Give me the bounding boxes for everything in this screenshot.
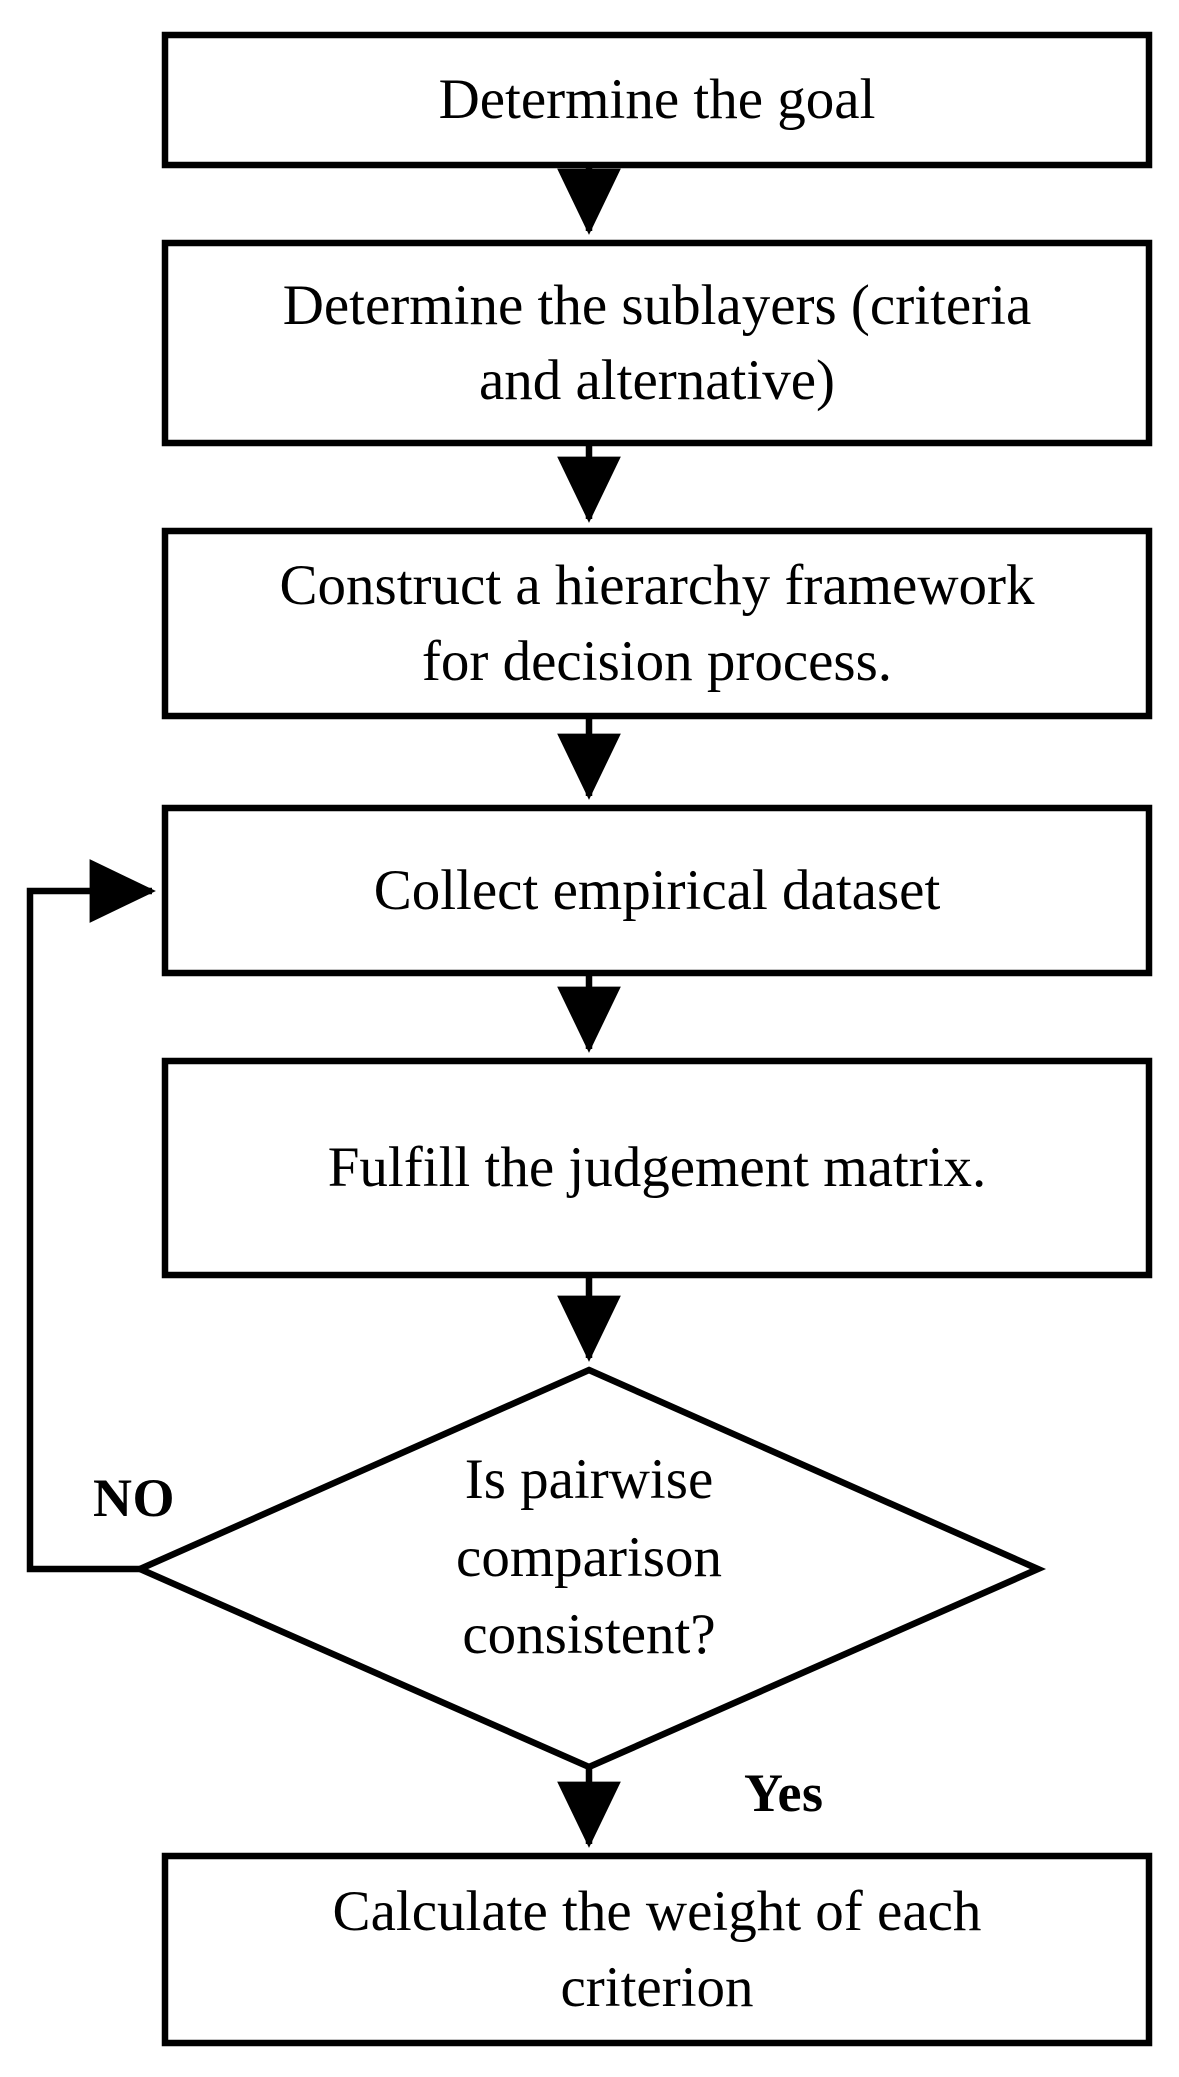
box-fulfill-matrix	[161, 1057, 1153, 1279]
node-fulfill-matrix[interactable]: Fulfill the judgement matrix.	[165, 1061, 1149, 1275]
node-determine-sublayers[interactable]: Determine the sublayers (criteria and al…	[165, 243, 1149, 443]
box-determine-sublayers	[161, 239, 1153, 447]
node-calculate-weight[interactable]: Calculate the weight of each criterion	[165, 1856, 1149, 2043]
edge-label-yes: Yes	[744, 1763, 824, 1823]
node-determine-sublayers-label-line1: Determine the sublayers (criteria	[282, 273, 1032, 337]
node-determine-sublayers-label-line2: and alternative)	[478, 349, 836, 412]
node-calculate-weight-label-line1: Calculate the weight of each	[332, 1880, 982, 1944]
node-determine-goal-label: Determine the goal	[438, 68, 876, 132]
node-consistency-decision-label-line2: comparison	[456, 1525, 722, 1589]
box-collect-dataset	[161, 804, 1153, 977]
node-collect-dataset[interactable]: Collect empirical dataset	[165, 808, 1149, 973]
node-consistency-decision-label-line3: consistent?	[462, 1603, 716, 1667]
node-consistency-decision-label-line1: Is pairwise	[464, 1448, 714, 1511]
node-construct-hierarchy-label-line2: for decision process.	[421, 629, 893, 693]
node-collect-dataset-label: Collect empirical dataset	[373, 858, 941, 922]
box-calculate-weight	[161, 1852, 1153, 2047]
box-construct-hierarchy	[161, 527, 1153, 720]
node-determine-goal[interactable]: Determine the goal	[165, 35, 1149, 165]
node-fulfill-matrix-label: Fulfill the judgement matrix.	[327, 1136, 987, 1200]
node-calculate-weight-label: Calculate the weight of each criterion	[333, 1874, 982, 2024]
edge-decision-no-loop	[26, 859, 156, 1573]
box-determine-goal	[161, 31, 1153, 169]
node-consistency-decision[interactable]: Is pairwise comparison consistent?	[339, 1441, 839, 1674]
node-construct-hierarchy-label: Construct a hierarchy framework for deci…	[280, 548, 1035, 698]
node-calculate-weight-label-line2: criterion	[560, 1955, 754, 2019]
node-determine-sublayers-label: Determine the sublayers (criteria and al…	[283, 268, 1032, 418]
edge-label-no: NO	[93, 1468, 175, 1528]
node-construct-hierarchy[interactable]: Construct a hierarchy framework for deci…	[165, 531, 1149, 716]
node-construct-hierarchy-label-line1: Construct a hierarchy framework	[279, 554, 1035, 618]
